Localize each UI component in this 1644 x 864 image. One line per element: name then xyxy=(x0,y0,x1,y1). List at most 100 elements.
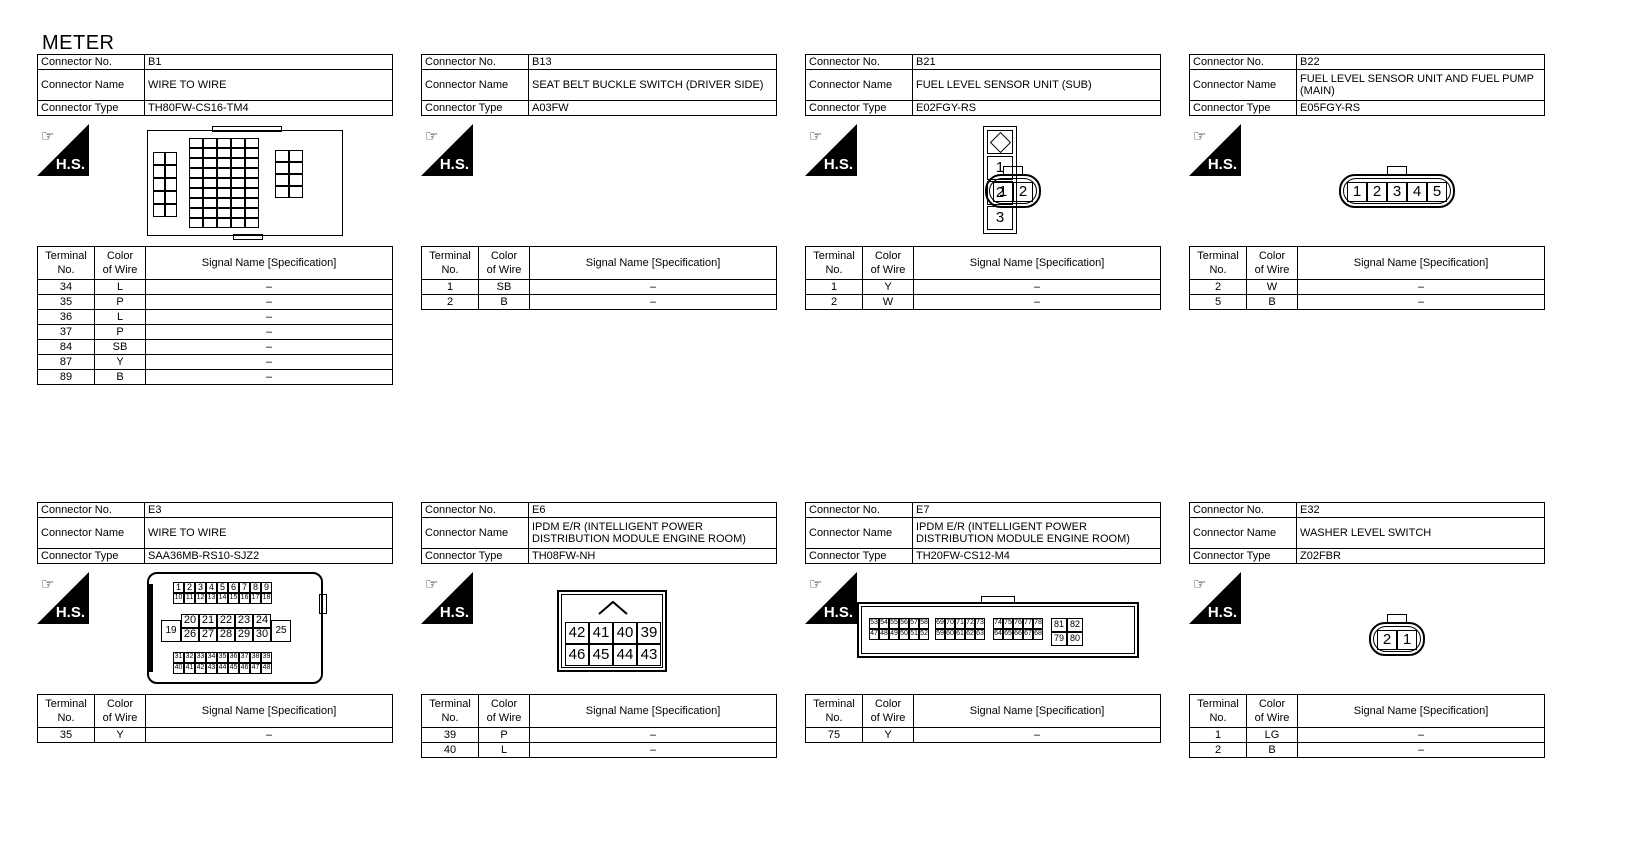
hs-label: H.S. xyxy=(55,604,85,621)
pin-cell xyxy=(217,208,231,218)
wire-color: P xyxy=(478,727,530,743)
pin-cell xyxy=(153,152,165,165)
signal-name-header: Signal Name [Specification] xyxy=(913,246,1161,280)
connector-no-label: Connector No. xyxy=(421,502,529,518)
signal-name: – xyxy=(913,294,1161,310)
connector-type-value: TH08FW-NH xyxy=(528,548,777,564)
pin-cell: 38 xyxy=(250,652,261,663)
table-row: 87 Y – xyxy=(37,354,393,370)
table-row: 75 Y – xyxy=(805,727,1161,743)
hs-icon: ☞ H.S. xyxy=(421,572,473,624)
pin-cell xyxy=(245,218,259,228)
hs-icon: ☞ H.S. xyxy=(421,124,473,176)
terminal-no: 87 xyxy=(37,354,95,370)
pin-cell: 16 xyxy=(239,593,250,604)
wire-color: Y xyxy=(94,354,146,370)
signal-name: – xyxy=(145,279,393,295)
connector-name-value: IPDM E/R (INTELLIGENT POWER DISTRIBUTION… xyxy=(912,517,1161,549)
connector-name-label: Connector Name xyxy=(805,517,913,549)
connector-no-value: B13 xyxy=(528,54,777,70)
connector-no-value: E32 xyxy=(1296,502,1545,518)
pin-cell xyxy=(245,198,259,208)
pin-cell xyxy=(189,188,203,198)
connector-type-label: Connector Type xyxy=(1189,100,1297,116)
pin-cell: 56 xyxy=(899,618,909,629)
connector-no-value: B21 xyxy=(912,54,1161,70)
pin-cell xyxy=(165,165,177,178)
wire-color: Y xyxy=(862,279,914,295)
connector-type-value: E05FGY-RS xyxy=(1296,100,1545,116)
pin-cell: 61 xyxy=(955,629,965,640)
pin-cell: 80 xyxy=(1067,632,1083,646)
pin-cell: 36 xyxy=(228,652,239,663)
signal-name: – xyxy=(529,727,777,743)
connector-type-label: Connector Type xyxy=(37,100,145,116)
pin-cell xyxy=(231,168,245,178)
pin-cell xyxy=(217,158,231,168)
pin-cell xyxy=(217,218,231,228)
terminal-no: 35 xyxy=(37,727,95,743)
pin-cell: 25 xyxy=(271,620,291,642)
pin-cell xyxy=(245,148,259,158)
pin-cell: 71 xyxy=(955,618,965,629)
pin-cell xyxy=(275,186,289,198)
pin-cell: 12 xyxy=(195,593,206,604)
pin-cell: 50 xyxy=(899,629,909,640)
signal-name: – xyxy=(1297,727,1545,743)
page-title: METER xyxy=(42,32,115,54)
connector-name-value: WIRE TO WIRE xyxy=(144,69,393,101)
pin-cell xyxy=(231,148,245,158)
pin-cell: 75 xyxy=(1003,618,1013,629)
hs-label: H.S. xyxy=(55,156,85,173)
signal-name-header: Signal Name [Specification] xyxy=(529,246,777,280)
pin-cell: 21 xyxy=(199,614,217,628)
table-row: 34 L – xyxy=(37,279,393,295)
pin-cell: 49 xyxy=(889,629,899,640)
pin-cell: 28 xyxy=(217,628,235,642)
pin-cell: 77 xyxy=(1023,618,1033,629)
pin-cell: 76 xyxy=(1013,618,1023,629)
wire-color: B xyxy=(1246,742,1298,758)
signal-name-header: Signal Name [Specification] xyxy=(913,694,1161,728)
pin-cell: 32 xyxy=(184,652,195,663)
hs-label: H.S. xyxy=(823,604,853,621)
connector-name-label: Connector Name xyxy=(37,69,145,101)
pin-cell xyxy=(245,208,259,218)
terminal-no: 2 xyxy=(421,294,479,310)
hs-icon: ☞ H.S. xyxy=(1189,572,1241,624)
terminal-no: 2 xyxy=(805,294,863,310)
pin-cell: 5 xyxy=(217,582,228,593)
pin-cell: 46 xyxy=(239,663,250,674)
connector-face xyxy=(147,130,343,236)
pin-cell xyxy=(275,162,289,174)
pin-cell: 7 xyxy=(239,582,250,593)
pin-cell xyxy=(189,158,203,168)
signal-name: – xyxy=(145,727,393,743)
connector-no-value: E3 xyxy=(144,502,393,518)
pin-cell: 3 xyxy=(195,582,206,593)
hs-label: H.S. xyxy=(1207,156,1237,173)
pin-cell: 69 xyxy=(935,618,945,629)
pin-cell: 58 xyxy=(919,618,929,629)
signal-name: – xyxy=(913,279,1161,295)
hs-icon: ☞ H.S. xyxy=(1189,124,1241,176)
pin-cell xyxy=(153,178,165,191)
wire-color: L xyxy=(94,309,146,325)
pin-cell xyxy=(245,158,259,168)
pin-cell: 2 xyxy=(184,582,195,593)
connector-no-value: E6 xyxy=(528,502,777,518)
pin-cell xyxy=(153,165,165,178)
